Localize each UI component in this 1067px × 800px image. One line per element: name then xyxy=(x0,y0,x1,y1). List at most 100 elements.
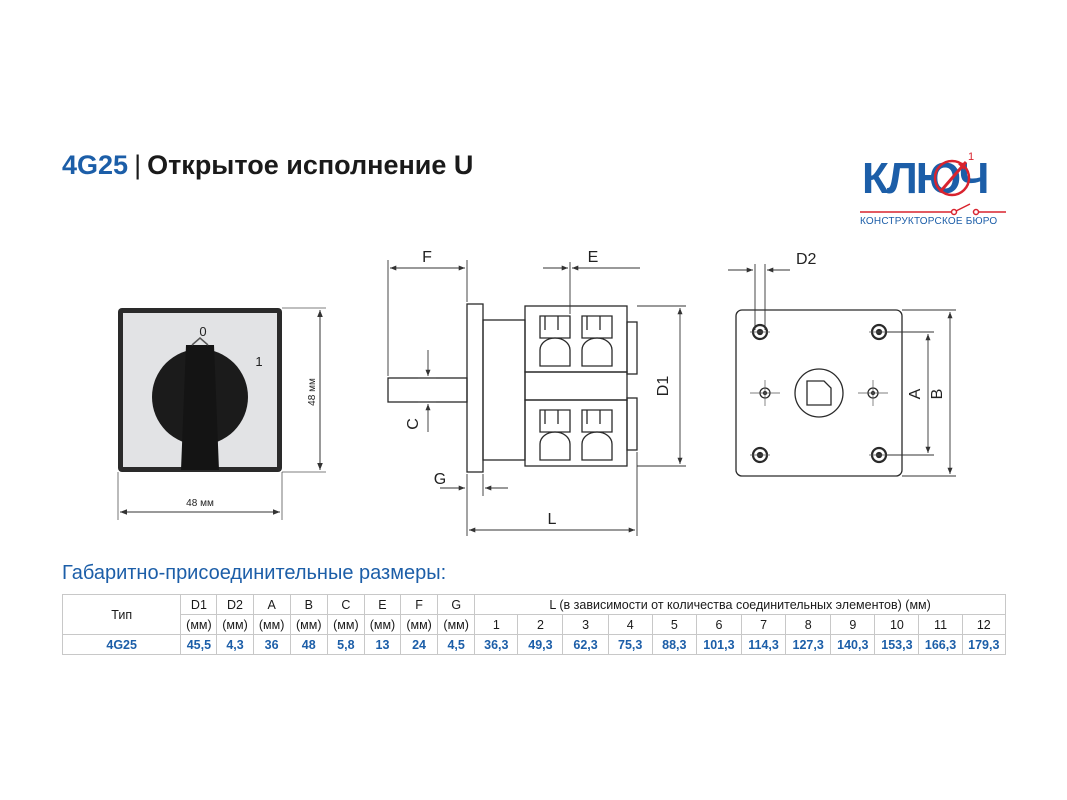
dimensions-heading: Габаритно-присоединительные размеры: xyxy=(62,562,447,584)
contact-block-middle xyxy=(524,371,628,401)
product-code: 4G25 xyxy=(62,150,129,180)
l-count: 4 xyxy=(607,614,653,635)
rear-view-labels: D2 A B xyxy=(796,251,946,399)
col-name-g: G xyxy=(437,594,476,615)
col-unit: (мм) xyxy=(289,614,328,635)
value-l: 62,3 xyxy=(562,634,609,655)
terminal-icon xyxy=(581,337,613,367)
l-count: 6 xyxy=(695,614,742,635)
g-label: G xyxy=(434,471,446,488)
value-l: 49,3 xyxy=(517,634,564,655)
l-header: L (в зависимости от количества соедините… xyxy=(474,594,1006,615)
page-title: 4G25|Открытое исполнение U xyxy=(62,150,473,181)
value-l: 101,3 xyxy=(695,634,742,655)
value-l: 127,3 xyxy=(785,634,832,655)
knob-handle-icon xyxy=(181,345,219,470)
terminal-icon xyxy=(581,431,613,461)
position-1-label: 1 xyxy=(255,354,262,369)
side-view-dimensions xyxy=(387,260,686,536)
l-count: 5 xyxy=(651,614,697,635)
col-unit: (мм) xyxy=(180,614,218,635)
l-count: 9 xyxy=(830,614,876,635)
l-count: 8 xyxy=(785,614,832,635)
l-count: 2 xyxy=(517,614,564,635)
l-count: 12 xyxy=(961,614,1007,635)
value-l: 75,3 xyxy=(607,634,653,655)
col-name-d2: D2 xyxy=(216,594,254,615)
a-label: A xyxy=(907,388,924,399)
terminal-icon xyxy=(539,431,571,461)
logo-arrowhead-icon xyxy=(958,162,966,170)
col-unit: (мм) xyxy=(252,614,291,635)
rear-view xyxy=(735,309,903,477)
shaft-boss xyxy=(794,368,844,418)
e-label: E xyxy=(588,249,599,266)
l-count: 11 xyxy=(918,614,963,635)
value-l: 166,3 xyxy=(918,634,963,655)
center-lines xyxy=(750,331,889,456)
switch-body xyxy=(482,319,526,461)
value-d1: 45,5 xyxy=(180,634,218,655)
brand-logo: КЛЮЧ 1 КОНСТРУКТОРСКОЕ БЮРО xyxy=(858,148,1008,234)
type-header: Тип xyxy=(61,594,182,635)
title-separator: | xyxy=(134,150,142,180)
col-unit: (мм) xyxy=(363,614,402,635)
terminal-icon xyxy=(581,409,613,433)
value-l: 153,3 xyxy=(874,634,920,655)
col-unit: (мм) xyxy=(437,614,476,635)
title-text: Открытое исполнение U xyxy=(147,150,474,180)
value-g: 4,5 xyxy=(437,634,476,655)
col-unit: (мм) xyxy=(326,614,365,635)
terminal-icon xyxy=(539,315,571,339)
l-label: L xyxy=(548,511,557,528)
front-view: 0 1 48 мм 48 мм xyxy=(117,307,326,520)
f-label: F xyxy=(422,249,432,266)
value-l: 179,3 xyxy=(961,634,1007,655)
rear-view-dimensions xyxy=(728,264,956,477)
col-name-a: A xyxy=(252,594,291,615)
l-count: 1 xyxy=(474,614,519,635)
terminal-icon xyxy=(539,337,571,367)
height-label: 48 мм xyxy=(307,378,318,406)
mount-holes xyxy=(751,323,888,464)
c-label: C xyxy=(405,418,422,430)
width-label: 48 мм xyxy=(186,498,214,509)
value-l: 88,3 xyxy=(651,634,697,655)
value-c: 5,8 xyxy=(326,634,365,655)
value-f: 24 xyxy=(400,634,439,655)
value-e: 13 xyxy=(363,634,402,655)
value-l: 114,3 xyxy=(740,634,787,655)
l-count: 10 xyxy=(874,614,920,635)
d1-label: D1 xyxy=(655,376,672,397)
shaft xyxy=(387,377,468,403)
logo-superscript: 1 xyxy=(968,151,974,163)
table-row: 4G25 45,5 4,3 36 48 5,8 13 24 4,5 36,3 4… xyxy=(61,634,1007,655)
row-type: 4G25 xyxy=(61,634,182,655)
col-name-f: F xyxy=(400,594,439,615)
rear-plate xyxy=(735,309,903,477)
value-a: 36 xyxy=(252,634,291,655)
knob-pointer-icon xyxy=(191,337,209,346)
l-count: 7 xyxy=(740,614,787,635)
logo-emblem: 1 xyxy=(860,151,1006,216)
terminal-icon xyxy=(581,315,613,339)
logo-ring-icon xyxy=(933,159,971,197)
side-view-labels: F E D1 C G L xyxy=(405,249,672,528)
logo-subtitle: КОНСТРУКТОРСКОЕ БЮРО xyxy=(860,216,998,227)
l-count: 3 xyxy=(562,614,609,635)
technical-drawing: 0 1 48 мм 48 мм xyxy=(117,249,956,536)
end-cap-lower xyxy=(626,397,638,451)
mount-flange xyxy=(466,303,484,473)
col-unit: (мм) xyxy=(400,614,439,635)
dimensions-table: Тип D1 D2 A B C E F G L (в зависимости о… xyxy=(61,594,1007,655)
col-name-b: B xyxy=(289,594,328,615)
logo-dot-icon xyxy=(950,208,958,216)
value-l: 140,3 xyxy=(830,634,876,655)
shaft-square-icon xyxy=(806,380,832,406)
d2-label: D2 xyxy=(796,251,817,268)
side-view xyxy=(387,303,638,473)
col-name-c: C xyxy=(326,594,365,615)
b-label: B xyxy=(929,389,946,400)
value-d2: 4,3 xyxy=(216,634,254,655)
col-name-e: E xyxy=(363,594,402,615)
